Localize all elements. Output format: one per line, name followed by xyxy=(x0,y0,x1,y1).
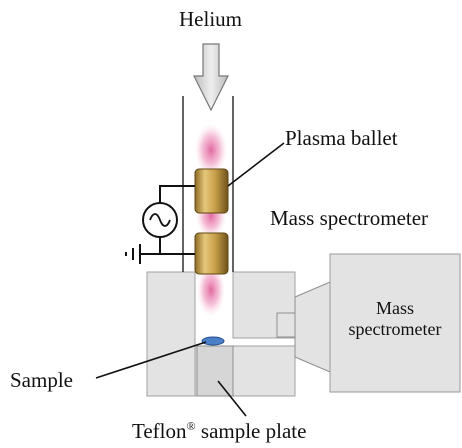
glass-tube xyxy=(182,96,234,272)
leader-lines xyxy=(95,142,285,417)
mass-spectrometer-box-line2: spectrometer xyxy=(348,319,442,339)
lower-electrode xyxy=(194,232,229,275)
down-arrow-icon xyxy=(193,43,229,112)
teflon-prefix: Teflon xyxy=(132,419,187,443)
teflon-suffix: sample plate xyxy=(195,419,307,443)
ground-icon xyxy=(125,244,141,264)
teflon-sample-plate xyxy=(196,345,234,397)
ms-inlet xyxy=(276,281,331,373)
helium-label: Helium xyxy=(179,7,242,31)
registered-mark: ® xyxy=(186,419,196,433)
mass-spectrometer-box xyxy=(329,253,461,393)
sample-spot xyxy=(201,336,225,346)
mass-spectrometer-label: Mass spectrometer xyxy=(270,206,429,230)
plasma-ballet-label: Plasma ballet xyxy=(285,126,398,150)
plasma-ballet xyxy=(195,124,227,316)
circuit-wiring xyxy=(140,185,195,255)
upper-electrode xyxy=(194,168,229,214)
mass-spectrometer-box-line1: Mass xyxy=(375,298,414,318)
mass-spectrometer-box-label: Mass spectrometer xyxy=(336,298,454,340)
sample-label: Sample xyxy=(10,368,73,392)
teflon-plate-label: Teflon® sample plate xyxy=(132,420,306,442)
ac-source-icon xyxy=(142,202,178,238)
